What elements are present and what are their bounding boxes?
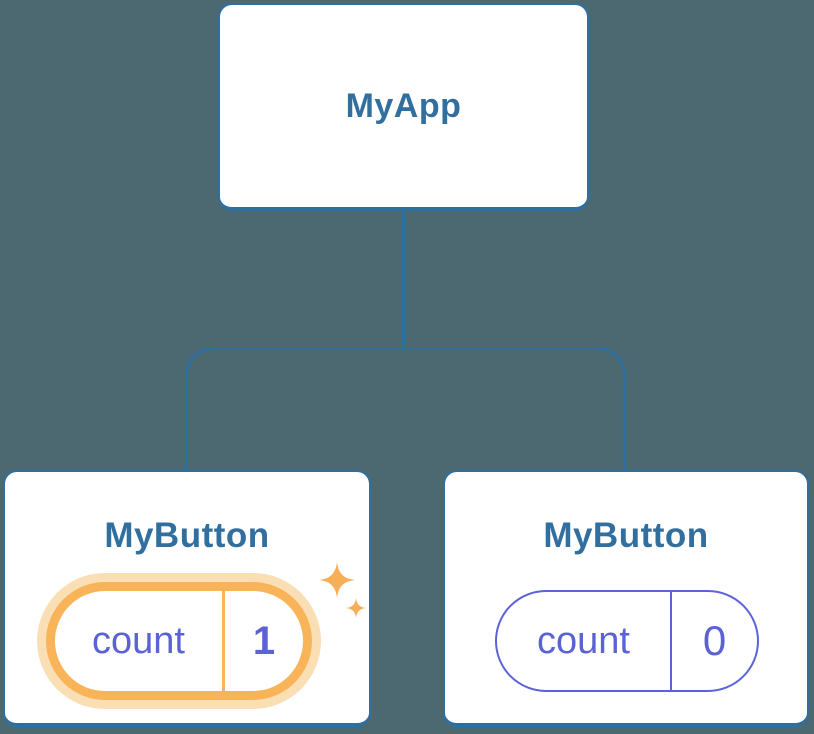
component-label: MyButton xyxy=(543,516,709,555)
state-highlight-ring: count 1 xyxy=(46,582,312,700)
connector-stem xyxy=(402,211,405,347)
component-node-mybutton-updated: MyButton count 1 xyxy=(3,470,371,727)
sparkle-icon xyxy=(319,562,355,598)
state-key: count xyxy=(537,619,630,662)
component-node-mybutton-plain: MyButton count 0 xyxy=(443,470,809,727)
connector-branch xyxy=(185,347,626,470)
state-value-cell: 1 xyxy=(222,591,303,691)
state-pill: count 0 xyxy=(495,590,759,692)
sparkle-icon xyxy=(346,598,366,618)
state-value: 0 xyxy=(702,617,727,664)
state-value-cell: 0 xyxy=(670,592,757,690)
component-node-myapp: MyApp xyxy=(218,3,589,211)
state-key-cell: count xyxy=(497,592,670,690)
component-label: MyButton xyxy=(104,516,270,555)
state-pill: count 1 xyxy=(55,591,303,691)
state-value: 1 xyxy=(252,618,276,663)
state-key-cell: count xyxy=(55,591,222,691)
state-key: count xyxy=(92,619,185,662)
component-label: MyApp xyxy=(345,86,462,125)
state-highlight-glow: count 1 xyxy=(37,573,321,709)
